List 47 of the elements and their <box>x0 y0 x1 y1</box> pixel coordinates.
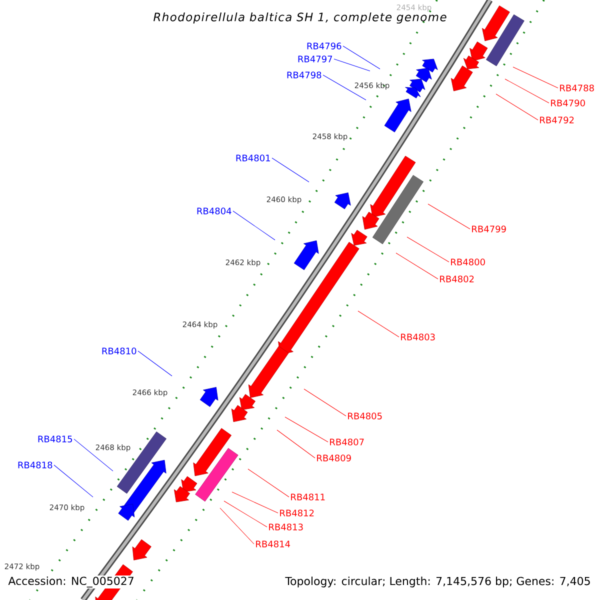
gene-label: RB4801 <box>236 154 270 162</box>
gene-label: RB4814 <box>256 540 290 548</box>
gene-label: RB4813 <box>269 524 303 530</box>
leader-line <box>74 438 114 472</box>
genome-info-label: Topology: circular; Length: 7,145,576 bp; Genes: 7,405 <box>284 576 592 588</box>
gene-label: RB4815 <box>38 436 72 442</box>
gene-label: RB4798 <box>287 72 322 78</box>
gene-label: RB4797 <box>298 56 332 62</box>
gene-label: RB4805 <box>348 412 382 420</box>
gene-label: RB4788 <box>560 84 594 92</box>
gene-label: RB4818 <box>18 462 52 468</box>
map-title: Rhodopirellula baltica SH 1, complete genome <box>154 12 446 24</box>
leader-line <box>232 492 278 514</box>
leader-line <box>358 310 400 338</box>
leader-line <box>406 236 450 262</box>
gene-label: RB4807 <box>330 438 364 446</box>
gene-label: RB4811 <box>291 494 325 500</box>
leader-line <box>334 58 370 72</box>
gene-label: RB4792 <box>540 116 574 124</box>
leader-line <box>304 388 346 416</box>
gene-label: RB4812 <box>280 510 314 516</box>
gene-label: RB4809 <box>317 454 351 462</box>
gene-label: RB4810 <box>102 348 136 354</box>
gene-label: RB4803 <box>401 334 435 340</box>
leader-line <box>232 210 276 240</box>
leader-line <box>54 464 94 498</box>
leader-line <box>396 252 438 280</box>
gene-label: RB4802 <box>440 276 474 282</box>
leader-line <box>248 468 290 498</box>
gene-label: RB4804 <box>197 208 232 214</box>
gene-label: RB4800 <box>451 258 485 266</box>
leader-line <box>276 430 316 458</box>
leader-line <box>284 416 328 442</box>
leader-line <box>428 204 470 230</box>
leader-line <box>322 74 366 100</box>
leader-line <box>272 158 310 182</box>
leader-line <box>224 500 268 528</box>
leader-line <box>220 508 254 544</box>
gene-label: RB4799 <box>472 226 506 232</box>
leader-line <box>138 350 172 376</box>
gene-label: RB4790 <box>551 100 585 106</box>
accession-label: Accession: NC_005027 <box>7 576 136 588</box>
gene-label: RB4796 <box>307 42 342 50</box>
leader-line <box>504 78 550 104</box>
leader-line <box>496 94 538 120</box>
leader-line <box>512 66 558 88</box>
leader-line <box>342 46 380 70</box>
